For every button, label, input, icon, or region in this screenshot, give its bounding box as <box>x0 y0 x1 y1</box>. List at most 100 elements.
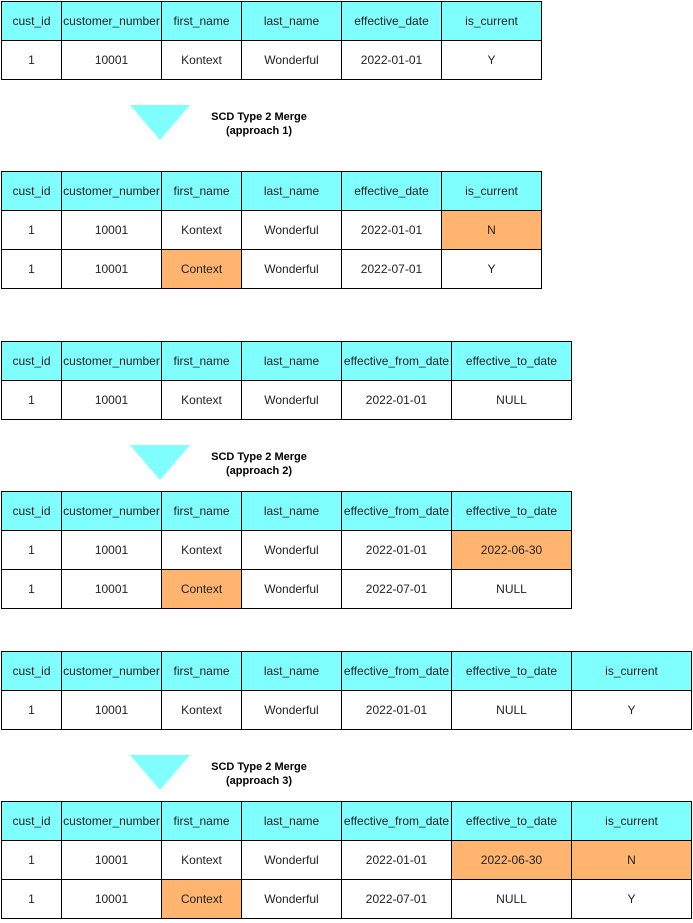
table-cell: Context <box>161 879 242 919</box>
column-header: cust_id <box>1 801 62 841</box>
table-cell: Wonderful <box>241 530 342 570</box>
column-header: customer_number <box>61 341 162 381</box>
column-header: effective_from_date <box>341 801 452 841</box>
table-cell: 2022-01-01 <box>341 530 452 570</box>
caption-subtitle: (approach 1) <box>225 125 292 137</box>
table-cell: Kontext <box>161 40 242 80</box>
table-cell: 2022-01-01 <box>341 40 442 80</box>
table-approach2-after: cust_id customer_number first_name last_… <box>1 491 572 609</box>
table-cell: Kontext <box>161 530 242 570</box>
table-cell: 1 <box>1 249 62 289</box>
table-row: 1 10001 Context Wonderful 2022-07-01 NUL… <box>1 569 572 609</box>
table-cell: 2022-01-01 <box>341 380 452 420</box>
caption-title: SCD Type 2 Merge <box>211 451 307 463</box>
column-header: first_name <box>161 801 242 841</box>
merge-arrow-icon <box>130 445 190 480</box>
table-cell: Kontext <box>161 380 242 420</box>
table-cell: 2022-06-30 <box>451 530 572 570</box>
table-cell: Wonderful <box>241 249 342 289</box>
column-header: first_name <box>161 491 242 531</box>
column-header: customer_number <box>61 171 162 211</box>
table-cell: 10001 <box>61 690 162 730</box>
merge-caption-approach3: SCD Type 2 Merge (approach 3) <box>189 760 329 788</box>
table-header-row: cust_id customer_number first_name last_… <box>1 171 542 211</box>
table-header-row: cust_id customer_number first_name last_… <box>1 801 692 841</box>
table-cell: Wonderful <box>241 569 342 609</box>
table-cell: 2022-07-01 <box>341 569 452 609</box>
table-approach3-before: cust_id customer_number first_name last_… <box>1 651 692 730</box>
column-header: first_name <box>161 1 242 41</box>
table-approach1-after: cust_id customer_number first_name last_… <box>1 171 542 289</box>
column-header: last_name <box>241 651 342 691</box>
column-header: cust_id <box>1 651 62 691</box>
table-cell: Context <box>161 249 242 289</box>
column-header: last_name <box>241 341 342 381</box>
table-cell: Wonderful <box>241 690 342 730</box>
column-header: customer_number <box>61 651 162 691</box>
table-cell: 10001 <box>61 249 162 289</box>
table-cell: Y <box>441 249 542 289</box>
table-row: 1 10001 Context Wonderful 2022-07-01 NUL… <box>1 879 692 919</box>
column-header: effective_to_date <box>451 651 572 691</box>
column-header: last_name <box>241 491 342 531</box>
column-header: effective_from_date <box>341 491 452 531</box>
column-header: cust_id <box>1 341 62 381</box>
table-row: 1 10001 Context Wonderful 2022-07-01 Y <box>1 249 542 289</box>
column-header: first_name <box>161 651 242 691</box>
merge-arrow-icon <box>130 755 190 790</box>
column-header: customer_number <box>61 491 162 531</box>
table-cell: NULL <box>451 569 572 609</box>
table-cell: 2022-07-01 <box>341 249 442 289</box>
column-header: cust_id <box>1 1 62 41</box>
table-cell: Wonderful <box>241 210 342 250</box>
table-cell: NULL <box>451 879 572 919</box>
column-header: first_name <box>161 171 242 211</box>
table-cell: Kontext <box>161 840 242 880</box>
caption-title: SCD Type 2 Merge <box>211 761 307 773</box>
column-header: effective_from_date <box>341 341 452 381</box>
column-header: first_name <box>161 341 242 381</box>
table-cell: 1 <box>1 210 62 250</box>
table-cell: 1 <box>1 879 62 919</box>
column-header: last_name <box>241 1 342 41</box>
table-cell: 10001 <box>61 879 162 919</box>
table-cell: 2022-07-01 <box>341 879 452 919</box>
table-row: 1 10001 Kontext Wonderful 2022-01-01 202… <box>1 530 572 570</box>
table-cell: Context <box>161 569 242 609</box>
caption-subtitle: (approach 3) <box>225 775 292 787</box>
table-cell: N <box>441 210 542 250</box>
column-header: effective_date <box>341 1 442 41</box>
column-header: is_current <box>571 651 692 691</box>
column-header: cust_id <box>1 491 62 531</box>
table-cell: 2022-01-01 <box>341 690 452 730</box>
table-row: 1 10001 Kontext Wonderful 2022-01-01 202… <box>1 840 692 880</box>
table-cell: Wonderful <box>241 879 342 919</box>
table-cell: 10001 <box>61 210 162 250</box>
table-cell: 1 <box>1 530 62 570</box>
column-header: customer_number <box>61 1 162 41</box>
merge-caption-approach1: SCD Type 2 Merge (approach 1) <box>189 110 329 138</box>
table-approach2-before: cust_id customer_number first_name last_… <box>1 341 572 420</box>
table-cell: Y <box>571 879 692 919</box>
table-cell: 1 <box>1 690 62 730</box>
merge-arrow-icon <box>130 105 190 140</box>
table-row: 1 10001 Kontext Wonderful 2022-01-01 NUL… <box>1 380 572 420</box>
table-row: 1 10001 Kontext Wonderful 2022-01-01 N <box>1 210 542 250</box>
table-cell: 10001 <box>61 40 162 80</box>
column-header: effective_date <box>341 171 442 211</box>
column-header: is_current <box>441 1 542 41</box>
column-header: effective_from_date <box>341 651 452 691</box>
table-header-row: cust_id customer_number first_name last_… <box>1 1 542 41</box>
table-cell: Y <box>441 40 542 80</box>
column-header: last_name <box>241 801 342 841</box>
merge-caption-approach2: SCD Type 2 Merge (approach 2) <box>189 450 329 478</box>
table-cell: 1 <box>1 569 62 609</box>
column-header: is_current <box>441 171 542 211</box>
table-cell: 1 <box>1 40 62 80</box>
table-cell: Wonderful <box>241 40 342 80</box>
table-cell: 10001 <box>61 569 162 609</box>
column-header: customer_number <box>61 801 162 841</box>
table-row: 1 10001 Kontext Wonderful 2022-01-01 NUL… <box>1 690 692 730</box>
table-cell: Wonderful <box>241 840 342 880</box>
column-header: effective_to_date <box>451 491 572 531</box>
